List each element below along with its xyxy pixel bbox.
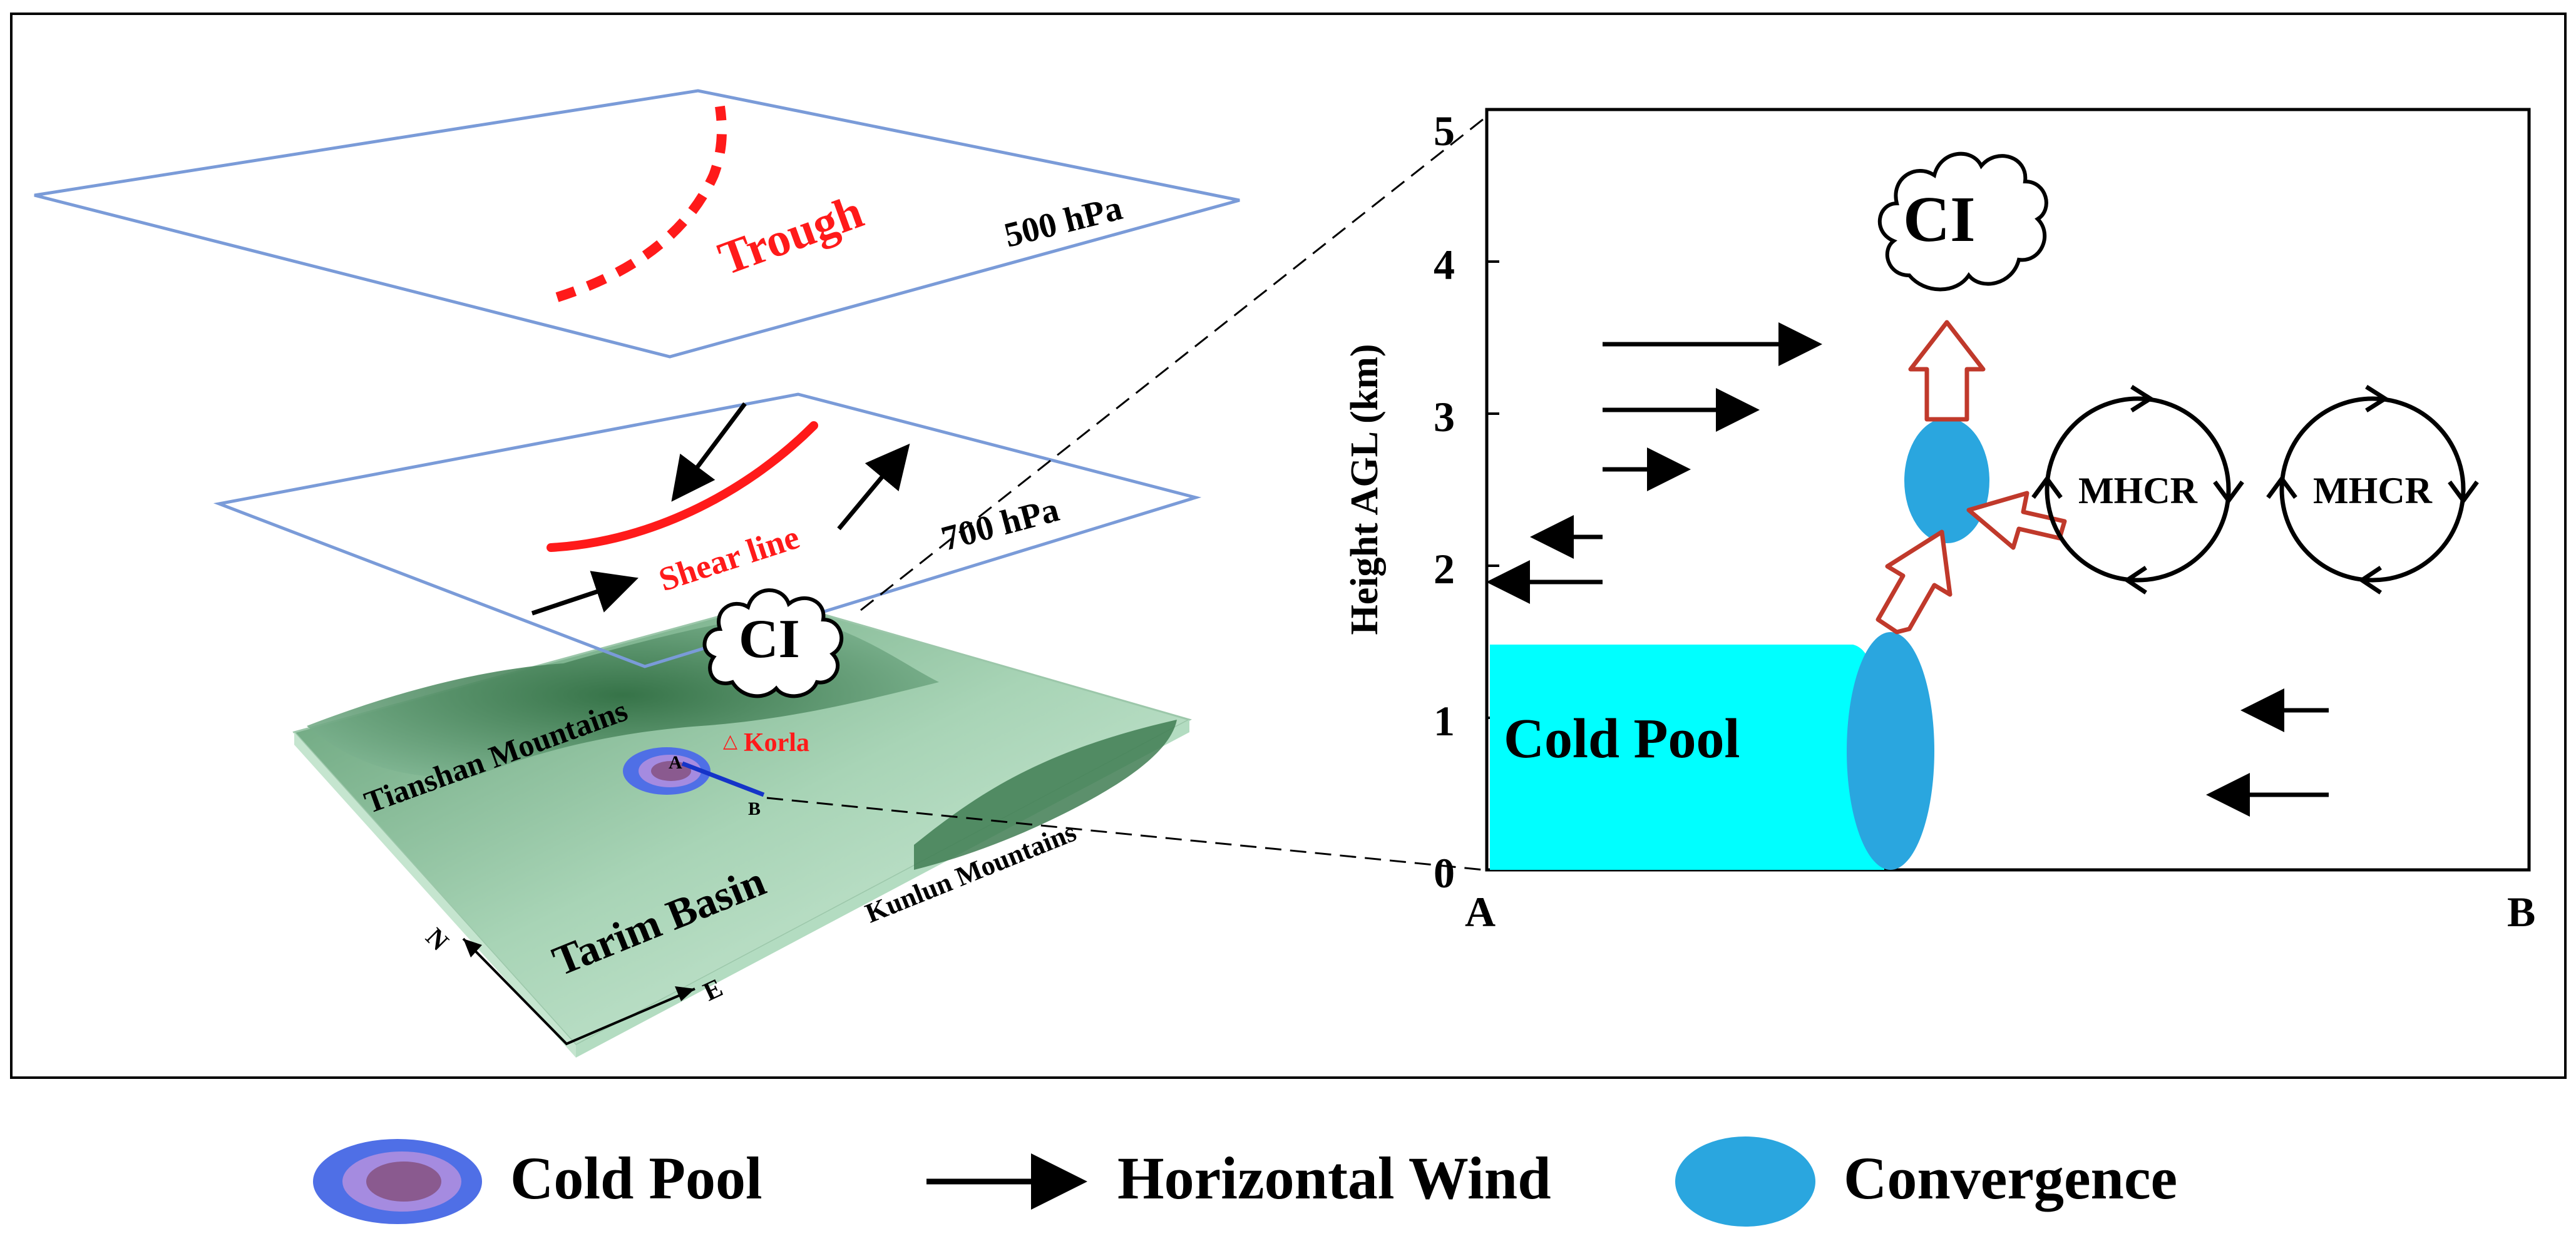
- convergence-low: [1847, 632, 1934, 870]
- legend: Cold Pool Horizontal Wind Convergence: [313, 1136, 2177, 1227]
- map-cold-pool-inner: [651, 761, 691, 781]
- point-a-label: A: [669, 752, 682, 773]
- circulation-arrow-top-icon: [2365, 385, 2389, 412]
- y-tick-label-1: 1: [1434, 697, 1455, 745]
- plane-700: [213, 392, 1202, 668]
- y-tick-label-2: 2: [1434, 545, 1455, 593]
- cross-section-panel: 0 1 2 3 4 5 Height AGL (km) A B Cold Poo…: [1343, 107, 2535, 936]
- x-start-label: A: [1465, 888, 1496, 936]
- wind-arrow-700-northeast: [837, 443, 910, 531]
- y-tick-label-0: 0: [1434, 849, 1455, 897]
- updraft-arrow-high: [1908, 320, 1986, 422]
- mhcr-circulation-left: MHCR: [2031, 385, 2244, 595]
- legend-item-cold-pool: Cold Pool: [313, 1139, 762, 1224]
- inflow-arrow-mhcr: [1966, 491, 2067, 550]
- plane-500: [34, 89, 1240, 359]
- cross-section-axes: [1485, 108, 2531, 872]
- wind-arrow-700-southwest: [671, 402, 747, 502]
- korla-label: Korla: [744, 728, 809, 757]
- point-b-label: B: [748, 799, 761, 819]
- projection-line-bottom: [766, 797, 1484, 871]
- circulation-arrow-right-icon: [2213, 480, 2244, 504]
- circulation-arrow-right-icon: [2448, 480, 2479, 504]
- cold-pool-swatch-inner: [366, 1162, 441, 1202]
- convergence-swatch: [1675, 1136, 1815, 1227]
- circulation-arrow-bottom-icon: [2358, 566, 2382, 595]
- ci-left-label: CI: [739, 609, 800, 670]
- circulation-arrow-bottom-icon: [2123, 566, 2147, 595]
- left-schematic: A B △ Korla Tianshan Mountains Tarim Bas…: [34, 89, 1240, 1058]
- shear-line: [547, 421, 818, 552]
- compass-axes: [462, 937, 695, 1046]
- circulation-arrow-left-icon: [2266, 475, 2297, 499]
- kunlun-ridge: [914, 720, 1177, 870]
- ci-cloud-right: CI: [1877, 151, 2048, 292]
- ci-right-label: CI: [1903, 183, 1976, 255]
- terrain-block: A B △ Korla Tianshan Mountains Tarim Bas…: [292, 600, 1192, 1058]
- figure-frame: [10, 13, 2567, 1079]
- projection-line-top: [860, 118, 1484, 611]
- legend-cold-pool-label: Cold Pool: [510, 1145, 762, 1212]
- mhcr-right-label: MHCR: [2313, 470, 2433, 511]
- y-tick-label-3: 3: [1434, 393, 1455, 441]
- north-label: N: [420, 923, 454, 957]
- updraft-arrow-low: [1876, 529, 1953, 635]
- circulation-arrow-left-icon: [2031, 475, 2063, 499]
- y-tick-label-5: 5: [1434, 107, 1455, 155]
- wind-arrow-700-east: [531, 571, 639, 616]
- legend-item-convergence: Convergence: [1675, 1136, 2177, 1227]
- cold-pool-region: [1490, 645, 1884, 870]
- cold-pool-label: Cold Pool: [1504, 708, 1740, 770]
- mhcr-circle: [2045, 396, 2231, 583]
- cloud-icon: [1877, 151, 2048, 292]
- level-500-label: 500 hPa: [1000, 188, 1126, 255]
- mhcr-left-label: MHCR: [2078, 470, 2198, 511]
- circulation-arrow-top-icon: [2130, 385, 2155, 412]
- trough-line: [555, 105, 727, 302]
- legend-horizontal-wind-label: Horizontal Wind: [1117, 1145, 1551, 1212]
- legend-convergence-label: Convergence: [1844, 1145, 2177, 1212]
- cloud-icon: [702, 588, 844, 698]
- y-axis-label: Height AGL (km): [1343, 344, 1386, 635]
- x-end-label: B: [2507, 888, 2535, 936]
- mhcr-circle: [2279, 396, 2466, 583]
- ci-cloud-left: CI: [702, 588, 844, 698]
- legend-item-horizontal-wind: Horizontal Wind: [926, 1145, 1551, 1212]
- y-tick-label-4: 4: [1434, 241, 1455, 288]
- mhcr-circulation-right: MHCR: [2266, 385, 2479, 595]
- terrain-side: [294, 732, 576, 1058]
- trough-label: Trough: [712, 185, 870, 285]
- shear-line-label: Shear line: [654, 518, 804, 599]
- cross-section-line: [681, 761, 765, 797]
- north-arrowhead-icon: [463, 939, 482, 957]
- east-arrowhead-icon: [675, 986, 695, 1001]
- y-axis: 0 1 2 3 4 5 Height AGL (km): [1343, 107, 1499, 897]
- convergence-mid: [1904, 418, 1989, 543]
- korla-marker-icon: △: [723, 731, 737, 752]
